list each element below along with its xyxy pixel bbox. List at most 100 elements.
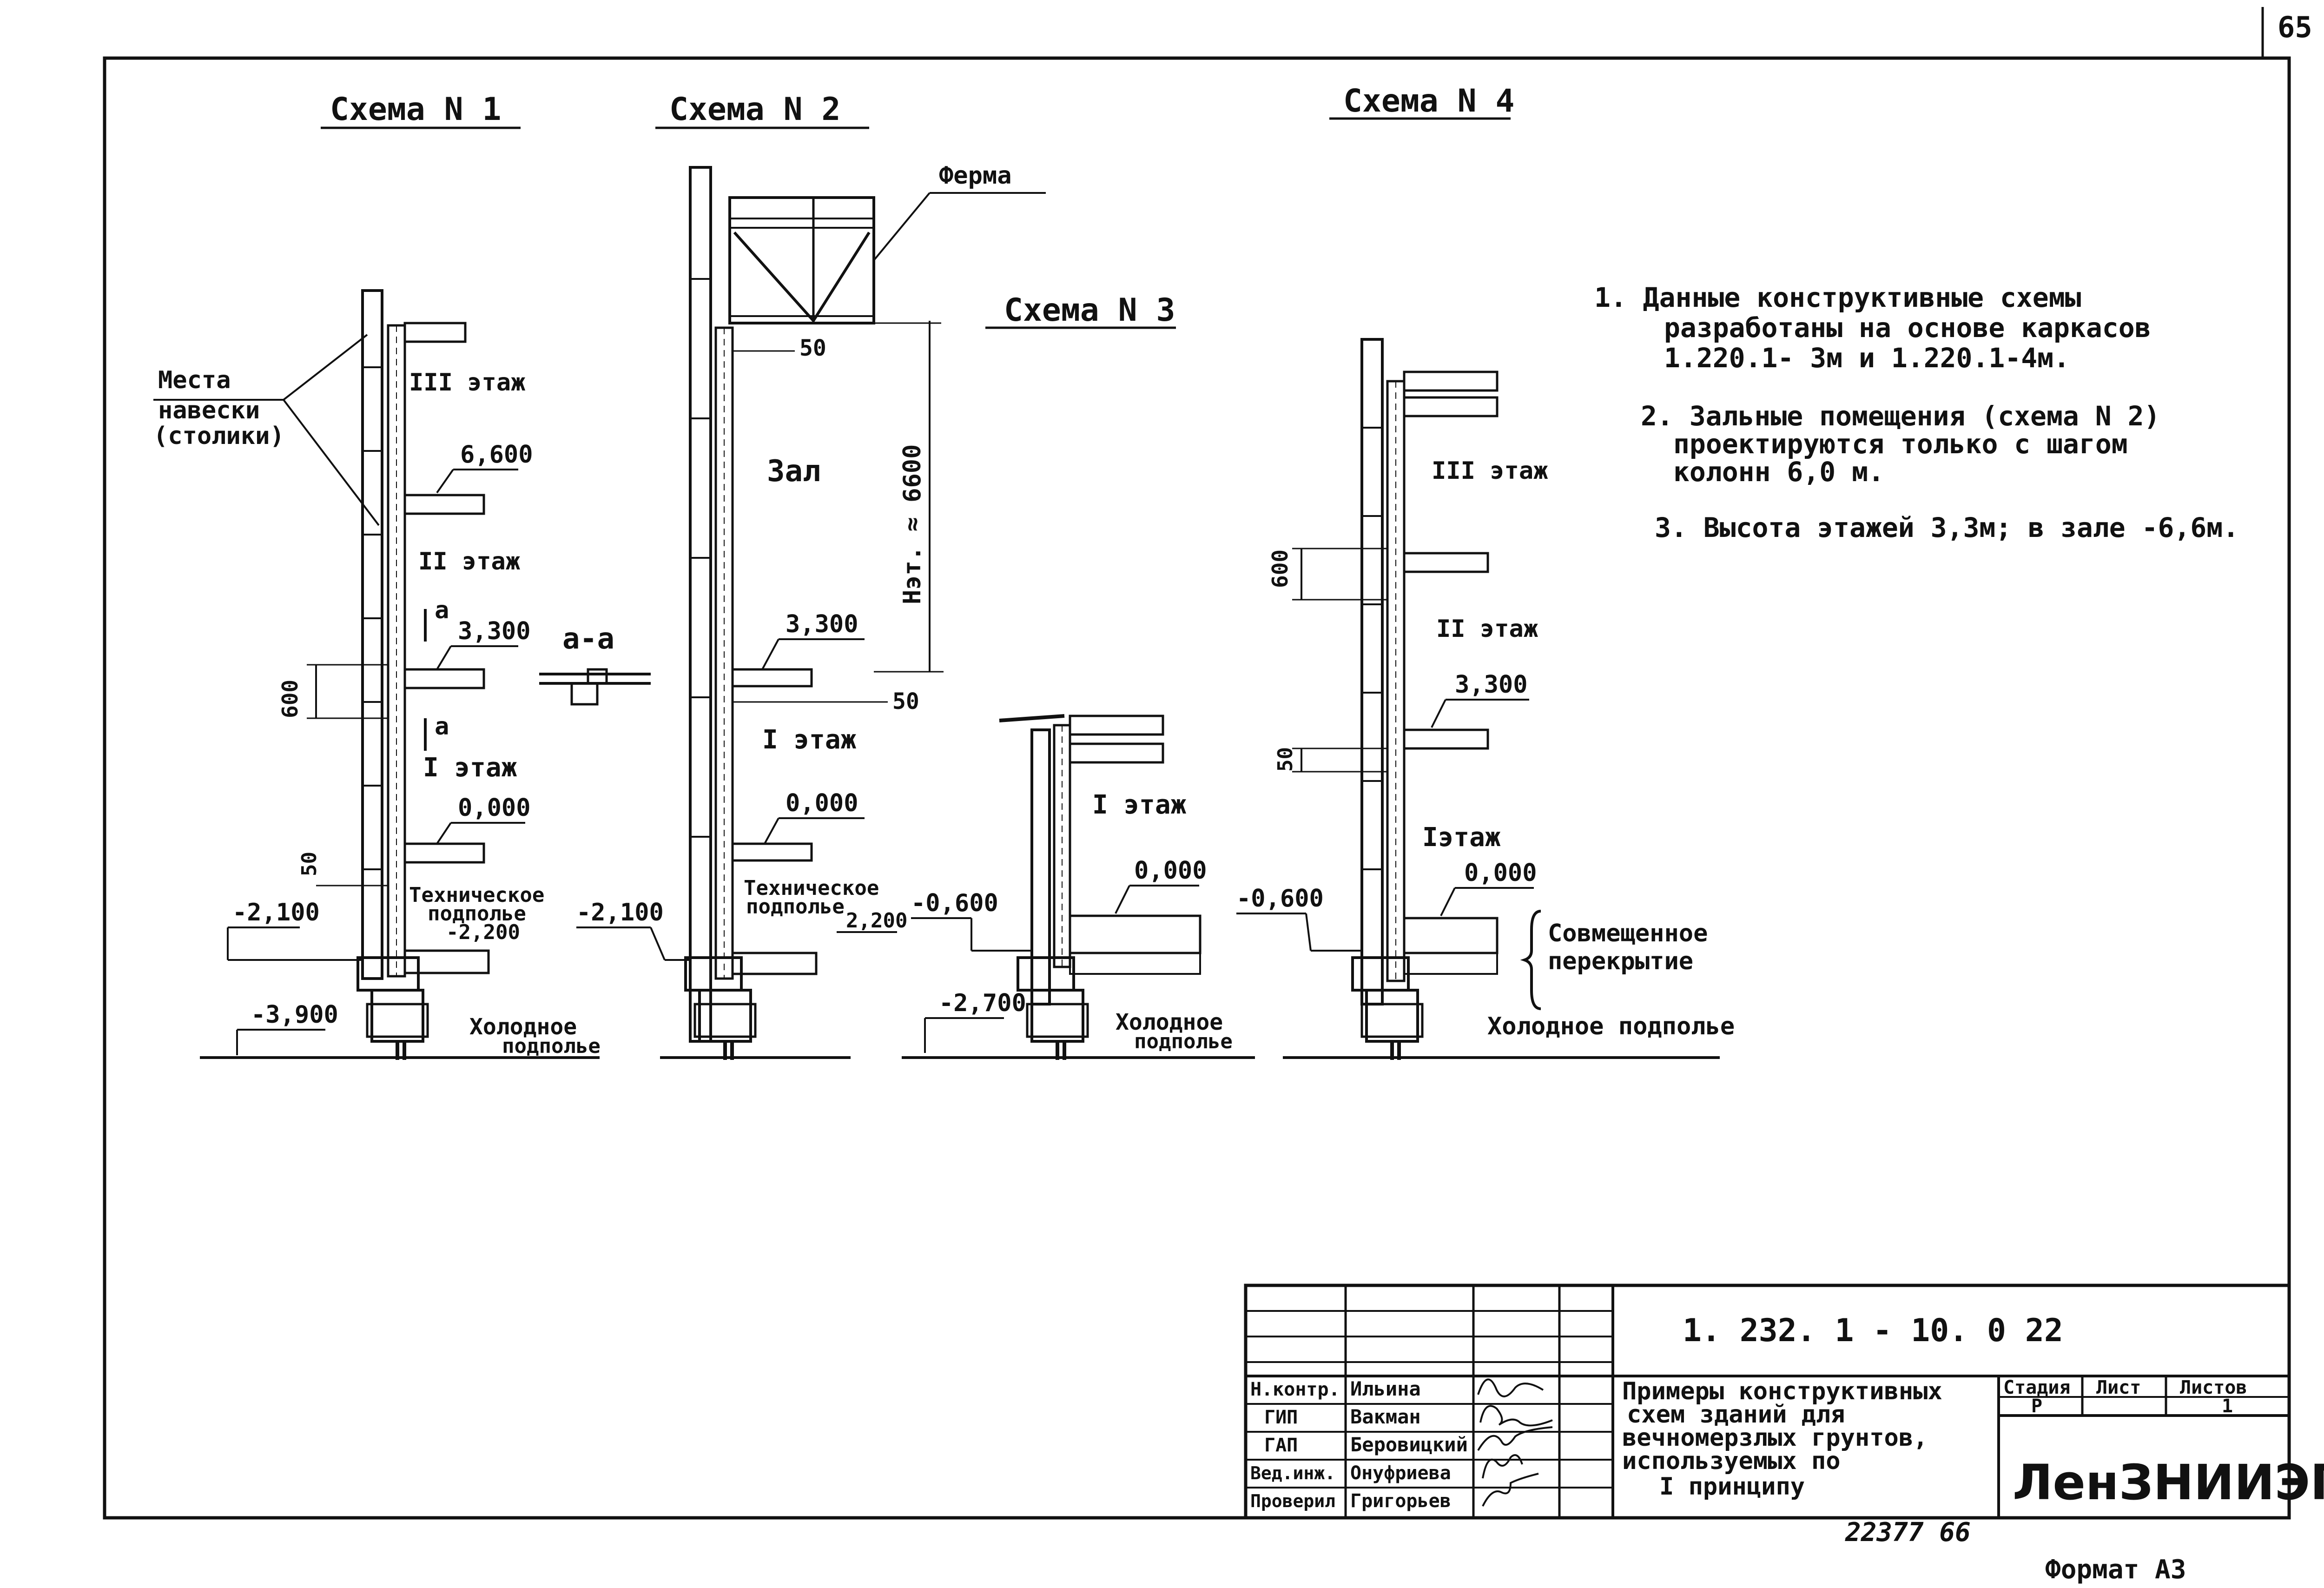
title-line: вечномерзлых грунтов, bbox=[1622, 1424, 1928, 1452]
scheme-1-floor3: III этаж bbox=[409, 369, 525, 397]
insulation-hatch bbox=[1069, 914, 1202, 954]
sheet-header: Лист bbox=[2096, 1377, 2141, 1398]
note-line: 1. Данные конструктивные схемы bbox=[1594, 282, 2081, 313]
scheme-1-cold-label-1: Холодное bbox=[469, 1014, 577, 1040]
elev-leader bbox=[1115, 885, 1130, 914]
scheme-4-elev-m0600: -0,600 bbox=[1236, 885, 1324, 913]
signature-name: Беровицкий bbox=[1350, 1433, 1468, 1456]
signature-name: Онуфриева bbox=[1350, 1462, 1451, 1484]
scheme-1-hang-label-1: Места bbox=[158, 366, 231, 394]
scheme-2: Схема N 2 Ферма bbox=[576, 91, 1046, 1060]
inventory-number: 22377 66 bbox=[1845, 1517, 1971, 1548]
elev-leader bbox=[1440, 887, 1456, 916]
general-notes: 1. Данные конструктивные схемы разработа… bbox=[1594, 282, 2239, 543]
note-line: 3. Высота этажей 3,3м; в зале -6,6м. bbox=[1655, 512, 2239, 543]
scheme-1-tech-label-2: подполье bbox=[428, 902, 526, 926]
scheme-1-tech-label-1: Техническое bbox=[409, 883, 544, 907]
insulation-hatch bbox=[1403, 917, 1499, 954]
note-line: колонн 6,0 м. bbox=[1673, 456, 1884, 488]
scheme-4-floor1: Iэтаж bbox=[1422, 822, 1501, 853]
scheme-3-floor1: I этаж bbox=[1092, 790, 1187, 820]
scheme-1: Схема N 1 bbox=[153, 91, 651, 1060]
scheme-2-hall-label: Зал bbox=[767, 454, 821, 489]
organization-name: ЛенЗНИИЭП bbox=[2013, 1454, 2324, 1511]
scheme-3-wall bbox=[999, 714, 1202, 1060]
leader-line bbox=[283, 399, 380, 526]
elev-leader bbox=[436, 822, 452, 845]
leader-line bbox=[283, 334, 368, 401]
elev-leader bbox=[436, 645, 452, 670]
sheet-frame bbox=[103, 56, 2291, 1520]
scheme-4-floor2: II этаж bbox=[1436, 615, 1538, 643]
scheme-1-floor2: II этаж bbox=[418, 548, 520, 576]
scheme-4-combined-1: Совмещенное bbox=[1548, 920, 1708, 947]
scheme-3-cold-label-2: подполье bbox=[1134, 1030, 1233, 1053]
signature-role: ГИП bbox=[1264, 1407, 1298, 1428]
note-line: проектируются только с шагом bbox=[1673, 428, 2128, 460]
handwritten-signatures bbox=[1477, 1378, 1553, 1507]
scheme-2-title: Схема N 2 bbox=[669, 91, 840, 128]
scheme-1-cut-mark-1: а bbox=[435, 596, 449, 624]
elev-leader bbox=[650, 927, 666, 960]
scheme-4-combined-2: перекрытие bbox=[1548, 947, 1693, 975]
scheme-3-elev-0000: 0,000 bbox=[1134, 857, 1207, 885]
scheme-4: Схема N 4 III этаж 600 bbox=[1236, 83, 1735, 1060]
note-line: разработаны на основе каркасов bbox=[1664, 312, 2151, 344]
scheme-1-cold-label-2: подполье bbox=[502, 1034, 601, 1058]
scheme-1-section-label: а-а bbox=[562, 622, 614, 655]
elev-leader bbox=[436, 469, 454, 494]
brace bbox=[1520, 910, 1541, 1010]
page-number: 65 bbox=[2278, 10, 2312, 44]
scheme-2-elev-m2100: -2,100 bbox=[576, 899, 664, 926]
scheme-1-dim-600: 600 bbox=[277, 680, 303, 718]
title-line: Примеры конструктивных bbox=[1622, 1377, 1942, 1405]
scheme-4-cold-label: Холодное подполье bbox=[1487, 1012, 1735, 1040]
scheme-2-truss-label: Ферма bbox=[939, 162, 1012, 190]
sheets-value: 1 bbox=[2222, 1396, 2233, 1417]
elev-leader bbox=[761, 639, 779, 670]
scheme-1-elev-m2100: -2,100 bbox=[232, 899, 320, 926]
scheme-1-title: Схема N 1 bbox=[330, 91, 501, 128]
stage-header: Стадия bbox=[2003, 1377, 2071, 1398]
format-label: Формат А3 bbox=[2045, 1555, 2186, 1585]
elev-leader bbox=[1431, 699, 1446, 728]
scheme-1-cut-mark-2: а bbox=[435, 713, 449, 741]
document-code: 1. 232. 1 - 10. 0 22 bbox=[1683, 1312, 2063, 1349]
signature-name: Григорьев bbox=[1350, 1490, 1451, 1512]
scheme-3-title: Схема N 3 bbox=[1004, 292, 1175, 329]
scheme-2-hall-height: Нэт. ≈ 6600 bbox=[898, 444, 926, 604]
scheme-2-dim-50-bottom: 50 bbox=[892, 688, 919, 715]
title-block: 1. 232. 1 - 10. 0 22 Н.контр. Ильина ГИП… bbox=[1244, 1284, 2324, 1520]
scheme-1-wall bbox=[357, 289, 490, 1060]
scheme-1-elev-m2200: -2,200 bbox=[446, 920, 520, 944]
signature-name: Ильина bbox=[1350, 1377, 1421, 1400]
signature-role: Проверил bbox=[1250, 1491, 1335, 1511]
signature-role: ГАП bbox=[1264, 1435, 1298, 1456]
scheme-1-elev-0000: 0,000 bbox=[458, 794, 531, 822]
scheme-4-wall bbox=[1351, 338, 1499, 1060]
scheme-2-wall bbox=[684, 166, 818, 1060]
scheme-1-hang-label-3: (столики) bbox=[153, 422, 284, 450]
scheme-1-dim-50: 50 bbox=[297, 852, 321, 876]
elev-leader bbox=[764, 818, 779, 844]
scheme-3-elev-m2700: -2,700 bbox=[939, 989, 1026, 1017]
scheme-2-dim-50-top: 50 bbox=[799, 335, 826, 361]
title-line: схем зданий для bbox=[1627, 1401, 1845, 1429]
signature-role: Н.контр. bbox=[1250, 1379, 1340, 1400]
truss-leader bbox=[873, 192, 931, 261]
scheme-1-elev-3300: 3,300 bbox=[458, 617, 531, 645]
note-line: 1.220.1- 3м и 1.220.1-4м. bbox=[1664, 342, 2070, 374]
section-a-a bbox=[539, 668, 651, 706]
scheme-2-floor1: I этаж bbox=[762, 725, 857, 755]
scheme-1-elev-m3900: -3,900 bbox=[251, 1001, 338, 1029]
scheme-1-elev-6600: 6,600 bbox=[460, 441, 533, 469]
scheme-4-elev-3300: 3,300 bbox=[1455, 671, 1528, 699]
scheme-2-elev-m2200: 2,200 bbox=[846, 909, 907, 933]
scheme-4-elev-0000: 0,000 bbox=[1464, 859, 1537, 887]
scheme-2-tech-label-2: подполье bbox=[746, 895, 845, 919]
signature-role: Вед.инж. bbox=[1250, 1463, 1335, 1483]
scheme-4-title: Схема N 4 bbox=[1343, 83, 1514, 119]
scheme-2-elev-3300: 3,300 bbox=[786, 610, 858, 638]
scheme-2-truss bbox=[728, 196, 875, 324]
scheme-2-tech-label-1: Техническое bbox=[744, 876, 879, 900]
